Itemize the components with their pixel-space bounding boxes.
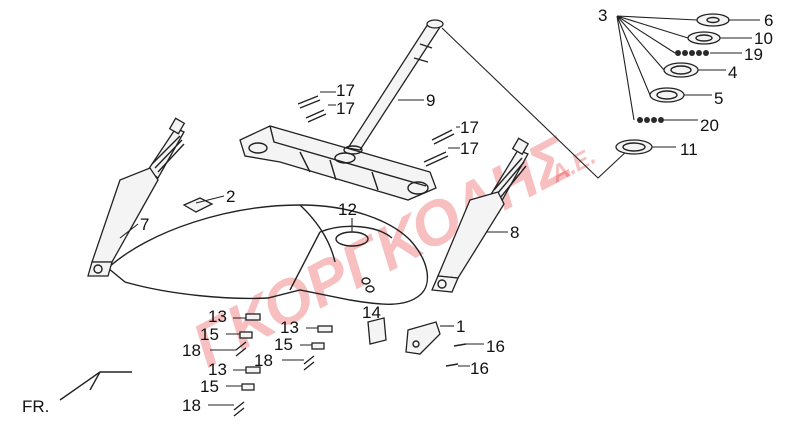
callout-18-c: 18 [182, 396, 201, 415]
bearing-stack [441, 13, 730, 179]
left-fork-leg [87, 117, 186, 277]
bracket-14 [367, 317, 387, 345]
callout-3: 3 [598, 6, 607, 25]
callout-7: 7 [140, 215, 149, 234]
callout-12: 12 [338, 200, 357, 219]
steering-stem [343, 19, 444, 155]
callout-17-c: 17 [460, 118, 479, 137]
screws-16 [445, 343, 467, 367]
callout-18-a: 18 [182, 341, 201, 360]
bracket-1 [405, 321, 441, 355]
front-fender [106, 204, 429, 305]
callout-5: 5 [714, 89, 723, 108]
callout-1: 1 [456, 317, 465, 336]
right-fork-leg [431, 137, 530, 293]
callout-15-a: 15 [200, 325, 219, 344]
callout-16-a: 16 [486, 337, 505, 356]
fasteners [233, 313, 333, 417]
callout-13-a: 13 [208, 307, 227, 326]
triple-clamp [239, 125, 437, 201]
callout-17-b: 17 [336, 99, 355, 118]
callout-11: 11 [680, 140, 698, 159]
front-direction-arrow [59, 371, 132, 401]
callout-9: 9 [426, 91, 435, 110]
callout-2: 2 [226, 187, 235, 206]
callout-10: 10 [754, 29, 773, 48]
callout-19: 19 [744, 45, 763, 64]
callout-18-b: 18 [254, 351, 273, 370]
bolts-17 [297, 95, 455, 167]
callout-labels: 3 6 10 19 4 5 20 11 9 17 17 17 17 2 7 8 … [22, 6, 773, 416]
callout-17-a: 17 [336, 81, 355, 100]
callout-13-b: 13 [280, 318, 299, 337]
callout-17-d: 17 [460, 139, 479, 158]
callout-6: 6 [764, 11, 773, 30]
callout-4: 4 [728, 63, 737, 82]
callout-8: 8 [510, 223, 519, 242]
leader-lines [119, 15, 760, 406]
callout-13-c: 13 [208, 360, 227, 379]
callout-20: 20 [700, 116, 719, 135]
callout-15-c: 15 [200, 377, 219, 396]
bracket-2 [182, 197, 214, 213]
callout-15-b: 15 [274, 335, 293, 354]
callout-14: 14 [362, 303, 381, 322]
callout-16-b: 16 [470, 359, 489, 378]
fr-label: FR. [22, 397, 49, 416]
